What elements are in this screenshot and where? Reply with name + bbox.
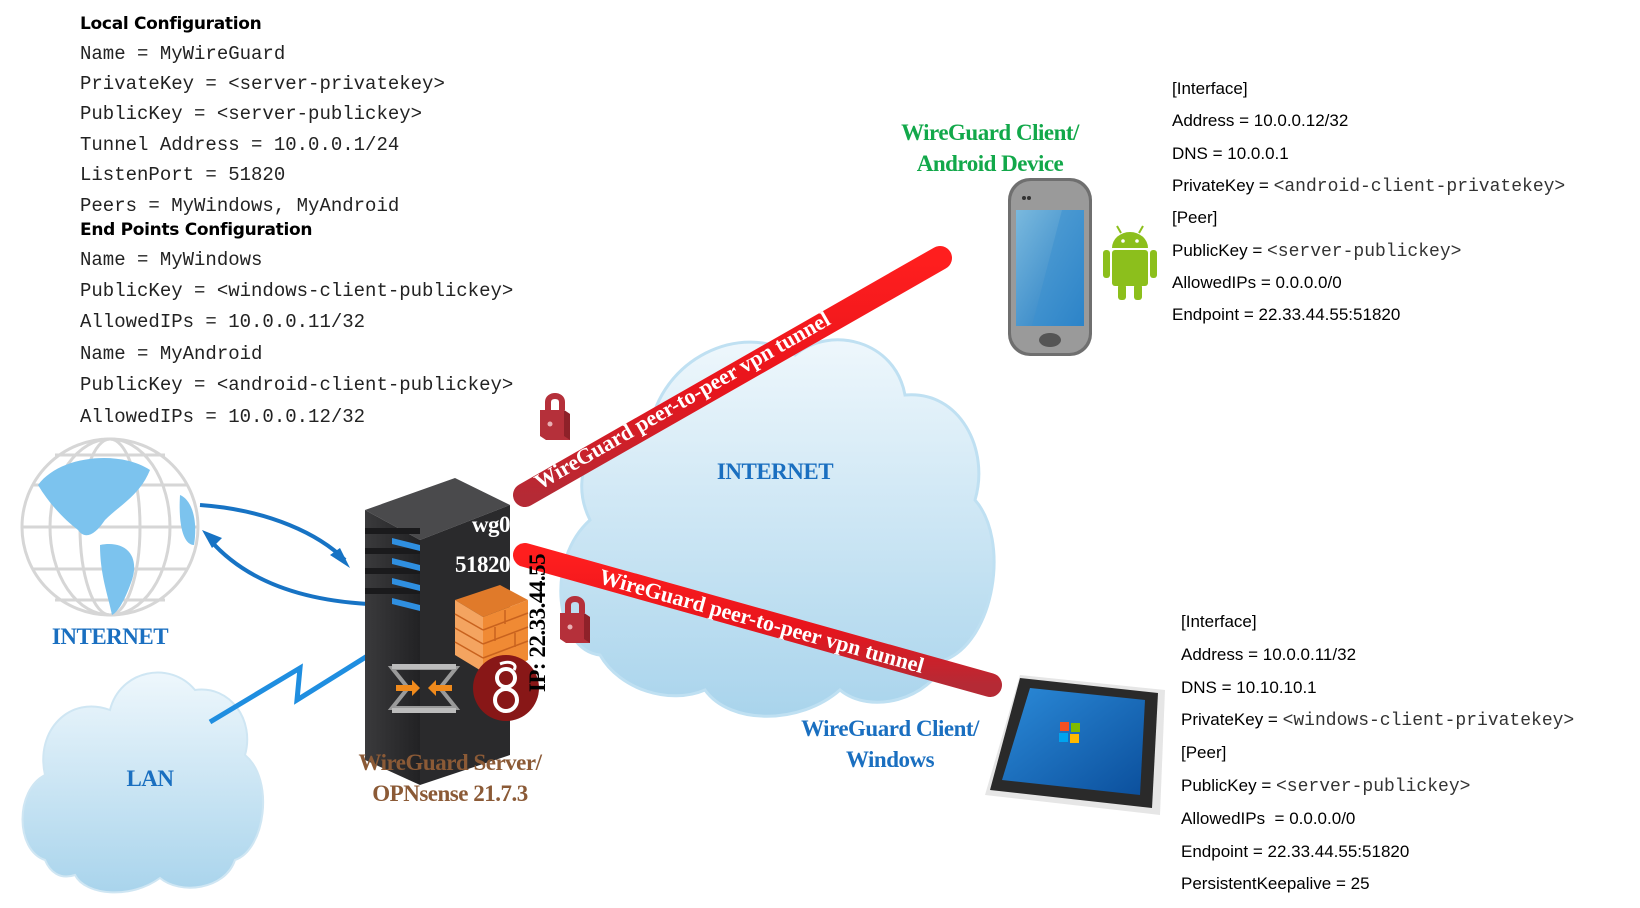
- local-config-line: PublicKey = <server-publickey>: [80, 103, 423, 125]
- config-key: AllowedIPs =: [1172, 272, 1276, 292]
- lan-cloud-label: LAN: [126, 766, 174, 791]
- config-value: 10.0.0.12/32: [1253, 111, 1349, 131]
- config-key: Address =: [1172, 111, 1254, 131]
- windows-config-line: PrivateKey = <windows-client-privatekey>: [1181, 710, 1574, 731]
- android-config-line: AllowedIPs = 0.0.0.0/0: [1172, 273, 1342, 293]
- config-key: [Peer]: [1181, 743, 1227, 763]
- tunnel-lower: [513, 543, 1002, 697]
- config-value: 22.33.44.55:51820: [1258, 305, 1401, 325]
- config-key: Endpoint =: [1181, 841, 1268, 861]
- lock-icon-upper: [540, 393, 570, 440]
- config-value: 10.0.0.11/32: [1262, 644, 1357, 664]
- config-key: PublicKey =: [1181, 776, 1276, 795]
- endpoint-config-line: AllowedIPs = 10.0.0.12/32: [80, 406, 366, 428]
- windows-client-label-line2: Windows: [845, 747, 935, 772]
- config-value: 0.0.0.0/0: [1275, 272, 1342, 292]
- windows-config-line: DNS = 10.10.10.1: [1181, 678, 1317, 698]
- config-value: 10.10.10.1: [1236, 677, 1317, 697]
- config-key: [Peer]: [1172, 208, 1218, 228]
- internet-globe-label: INTERNET: [51, 624, 169, 649]
- android-config-line: Endpoint = 22.33.44.55:51820: [1172, 305, 1400, 325]
- local-config-line: Name = MyWireGuard: [80, 43, 286, 65]
- config-value: <server-publickey>: [1275, 777, 1471, 797]
- wireguard-logo-icon: [473, 655, 539, 721]
- android-config-line: [Interface]: [1172, 79, 1248, 99]
- internet-link-arrows: [199, 503, 369, 606]
- config-key: AllowedIPs =: [1181, 808, 1290, 828]
- server-label-line2: OPNsense 21.7.3: [372, 781, 528, 806]
- config-key: PersistentKeepalive =: [1181, 874, 1351, 894]
- config-key: Endpoint =: [1172, 305, 1259, 325]
- local-config-line: Peers = MyWindows, MyAndroid: [80, 195, 400, 217]
- windows-tablet-icon: [985, 675, 1165, 815]
- globe-icon: [20, 437, 200, 617]
- config-value: 0.0.0.0/0: [1289, 808, 1356, 828]
- config-key: PrivateKey =: [1181, 710, 1283, 730]
- config-value: 25: [1350, 874, 1370, 894]
- windows-client-label-line1: WireGuard Client/: [801, 716, 979, 741]
- android-config-line: Address = 10.0.0.12/32: [1172, 111, 1348, 131]
- android-phone-icon: [1008, 178, 1092, 356]
- config-key: DNS =: [1172, 143, 1228, 163]
- local-config-line: Tunnel Address = 10.0.0.1/24: [80, 134, 400, 156]
- local-config-line: PrivateKey = <server-privatekey>: [80, 73, 445, 95]
- config-value: <server-publickey>: [1266, 241, 1462, 262]
- endpoint-config-line: PublicKey = <android-client-publickey>: [80, 374, 514, 396]
- server-label-line1: WireGuard Server/: [358, 750, 542, 775]
- android-config-line: [Peer]: [1172, 208, 1217, 228]
- server-ip-label: IP: 22.33.44.55: [525, 553, 550, 693]
- windows-config-line: Address = 10.0.0.11/32: [1181, 645, 1356, 665]
- config-key: Address =: [1181, 644, 1263, 664]
- endpoint-config-line: Name = MyAndroid: [80, 343, 263, 365]
- android-robot-icon: [1103, 225, 1157, 300]
- server-interface-label: wg0: [471, 512, 511, 537]
- windows-config-line: AllowedIPs = 0.0.0.0/0: [1181, 809, 1355, 829]
- endpoint-config-line: AllowedIPs = 10.0.0.11/32: [80, 311, 366, 333]
- config-value: 10.0.0.1: [1227, 143, 1289, 163]
- android-config-line: PrivateKey = <android-client-privatekey>: [1172, 176, 1565, 197]
- config-key: PrivateKey =: [1172, 175, 1274, 195]
- internet-cloud-label: INTERNET: [716, 459, 834, 484]
- config-value: <windows-client-privatekey>: [1282, 711, 1575, 732]
- server-port-label: 51820: [455, 552, 511, 577]
- lan-cloud-icon: [21, 671, 265, 894]
- local-config-heading: Local Configuration: [80, 14, 262, 34]
- android-config-line: DNS = 10.0.0.1: [1172, 144, 1289, 164]
- config-key: DNS =: [1181, 677, 1237, 697]
- windows-config-line: [Peer]: [1181, 743, 1226, 763]
- android-client-label-line1: WireGuard Client/: [901, 120, 1079, 145]
- windows-config-line: PersistentKeepalive = 25: [1181, 874, 1370, 894]
- endpoint-config-line: PublicKey = <windows-client-publickey>: [80, 280, 514, 302]
- config-value: <android-client-privatekey>: [1273, 176, 1566, 197]
- tunnel-upper: [513, 246, 952, 507]
- windows-config-line: PublicKey = <server-publickey>: [1181, 776, 1470, 797]
- local-config-line: ListenPort = 51820: [80, 164, 286, 186]
- android-config-line: PublicKey = <server-publickey>: [1172, 241, 1461, 262]
- windows-config-line: Endpoint = 22.33.44.55:51820: [1181, 842, 1409, 862]
- config-key: [Interface]: [1172, 79, 1248, 98]
- endpoints-config-heading: End Points Configuration: [80, 220, 313, 240]
- config-key: PublicKey =: [1172, 240, 1267, 260]
- endpoint-config-line: Name = MyWindows: [80, 249, 263, 271]
- windows-config-line: [Interface]: [1181, 612, 1257, 632]
- config-value: 22.33.44.55:51820: [1267, 841, 1410, 861]
- opnsense-logo-icon: [387, 664, 461, 713]
- lock-icon-lower: [560, 596, 590, 643]
- config-key: [Interface]: [1181, 612, 1257, 631]
- lan-link-icon: [208, 642, 387, 725]
- firewall-icon: [454, 585, 529, 675]
- android-client-label-line2: Android Device: [916, 151, 1064, 176]
